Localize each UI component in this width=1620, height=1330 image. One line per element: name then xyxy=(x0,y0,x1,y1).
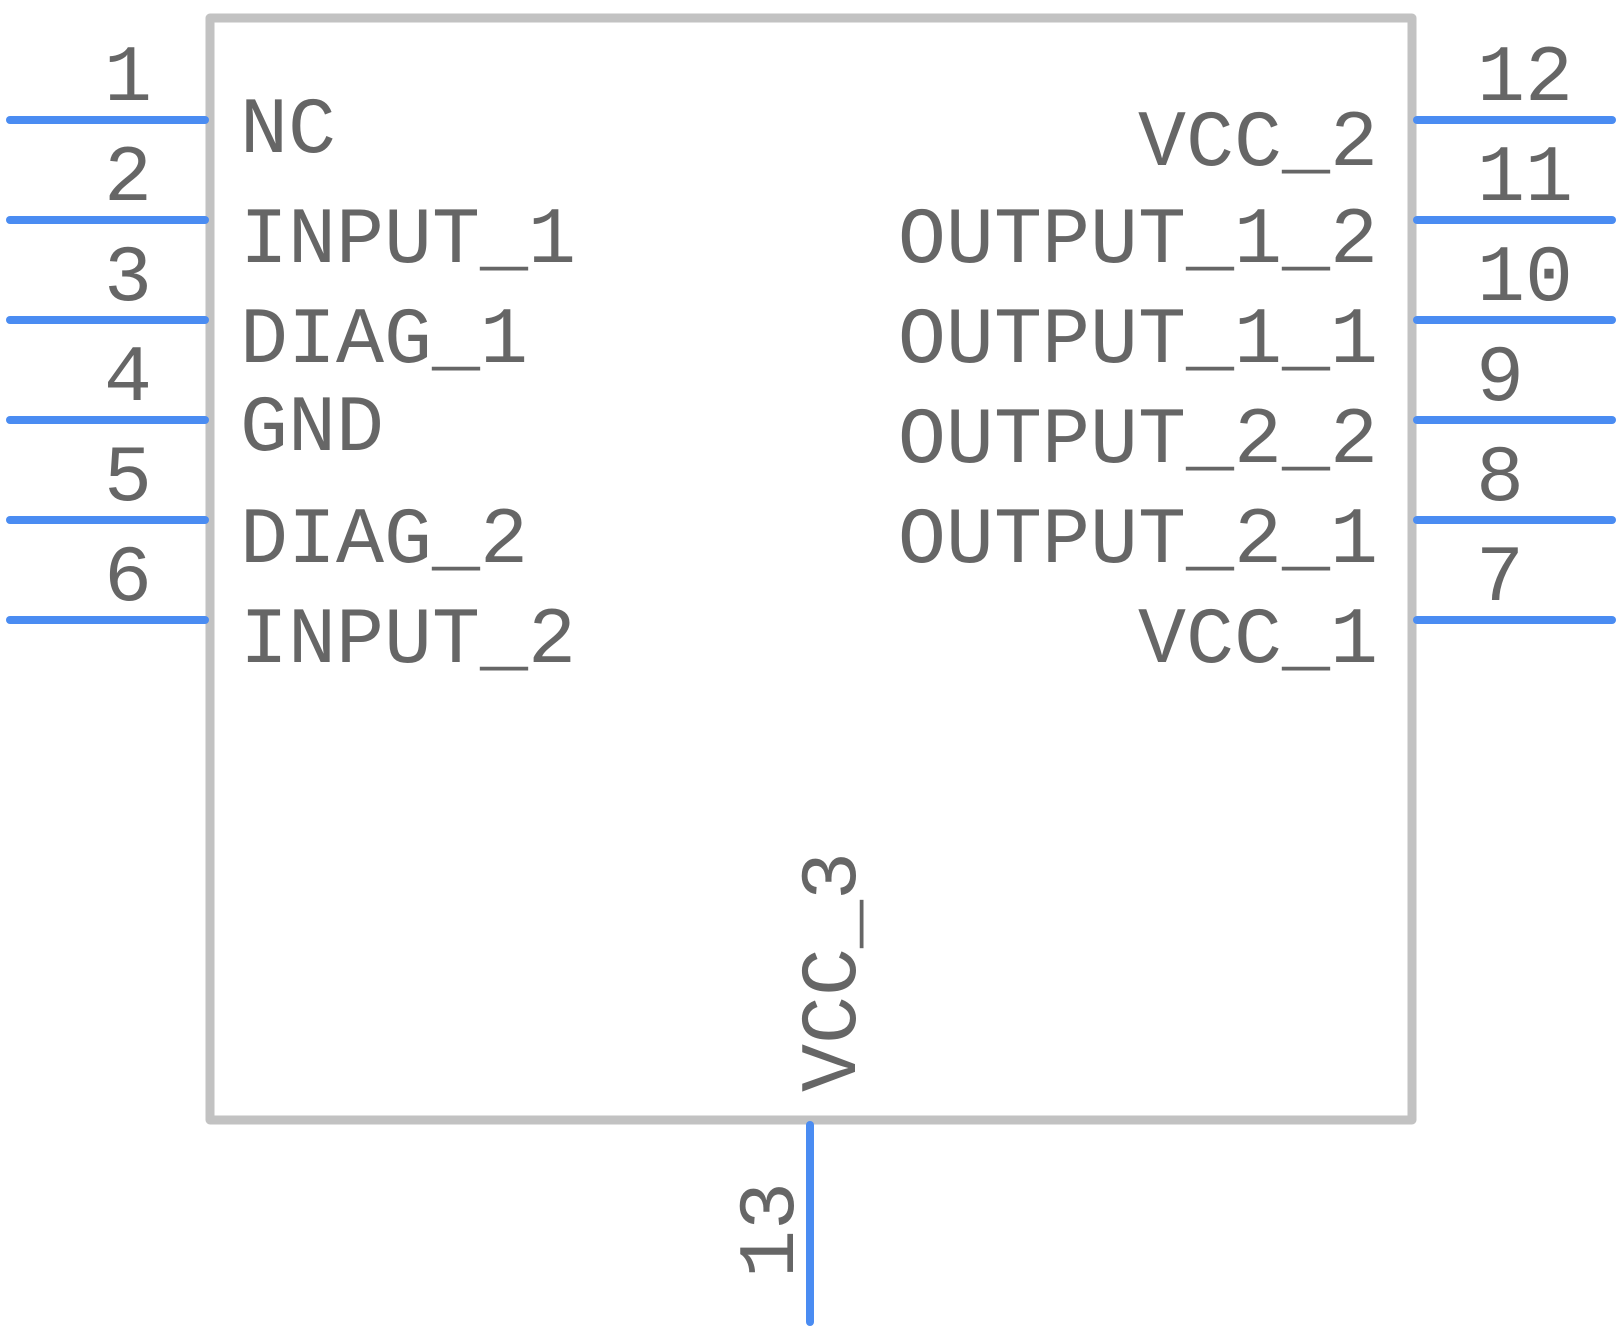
component-body xyxy=(205,13,1417,1125)
pin-9-number: 9 xyxy=(1476,334,1524,425)
left-pins xyxy=(6,116,209,624)
pin-5-number: 5 xyxy=(104,434,152,525)
pin-4-number: 4 xyxy=(104,334,152,425)
pin-6-number: 6 xyxy=(104,534,152,625)
pin-3-name: DIAG_1 xyxy=(240,296,528,387)
pin-7-name: VCC_1 xyxy=(1138,596,1378,687)
pin-11-name: OUTPUT_1_2 xyxy=(898,196,1378,287)
right-pins xyxy=(1413,116,1616,624)
right-pin-numbers: 12 11 10 9 8 7 xyxy=(1476,34,1573,625)
pin-10-name: OUTPUT_1_1 xyxy=(898,296,1378,387)
pin-1-number: 1 xyxy=(104,34,152,125)
pin-2-name: INPUT_1 xyxy=(240,196,576,287)
pin-8-number: 8 xyxy=(1476,434,1524,525)
pin-9-name: OUTPUT_2_2 xyxy=(898,396,1378,487)
pin-11-number: 11 xyxy=(1477,134,1573,225)
pin-4-name: GND xyxy=(240,384,384,475)
pin-8-name: OUTPUT_2_1 xyxy=(898,496,1378,587)
pin-13-name: VCC_3 xyxy=(789,852,880,1092)
right-pin-names: VCC_2 OUTPUT_1_2 OUTPUT_1_1 OUTPUT_2_2 O… xyxy=(898,99,1378,687)
pin-5-name: DIAG_2 xyxy=(240,496,528,587)
pin-7-number: 7 xyxy=(1476,534,1524,625)
pin-3-number: 3 xyxy=(104,234,152,325)
pin-12-name: VCC_2 xyxy=(1138,99,1378,190)
left-pin-numbers: 1 2 3 4 5 6 xyxy=(104,34,152,625)
pin-1-name: NC xyxy=(240,86,336,177)
pin-6-name: INPUT_2 xyxy=(240,596,576,687)
pin-2-number: 2 xyxy=(104,134,152,225)
pin-12-number: 12 xyxy=(1477,34,1573,125)
pin-10-number: 10 xyxy=(1477,234,1573,325)
left-pin-names: NC INPUT_1 DIAG_1 GND DIAG_2 INPUT_2 xyxy=(240,86,576,687)
pin-13-number: 13 xyxy=(727,1182,818,1278)
